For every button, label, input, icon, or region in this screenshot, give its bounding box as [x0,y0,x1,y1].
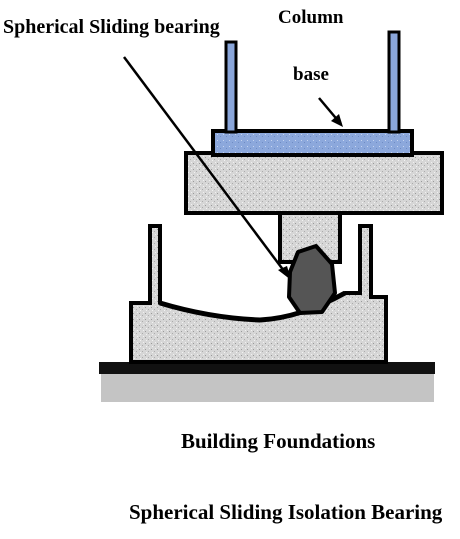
leader-arrow-column [331,114,343,127]
ground-line [99,362,435,374]
label-spherical-sliding-bearing: Spherical Sliding bearing [3,16,220,38]
concrete-base [129,224,388,364]
column-base-slab [184,151,444,215]
label-column: Column [278,7,344,28]
caption-building-foundations: Building Foundations [181,429,375,453]
ground-shadow [101,372,434,402]
column-post-right [387,30,401,134]
column-base-plate [211,129,414,157]
bearing-ball [287,244,337,315]
leader-line-bearing [122,56,289,276]
column-post-left [224,40,238,134]
label-column-base: base [293,64,329,85]
leader-arrow-bearing [278,266,291,280]
caption-spherical-sliding-isolation-bearing: Spherical Sliding Isolation Bearing [129,500,443,524]
